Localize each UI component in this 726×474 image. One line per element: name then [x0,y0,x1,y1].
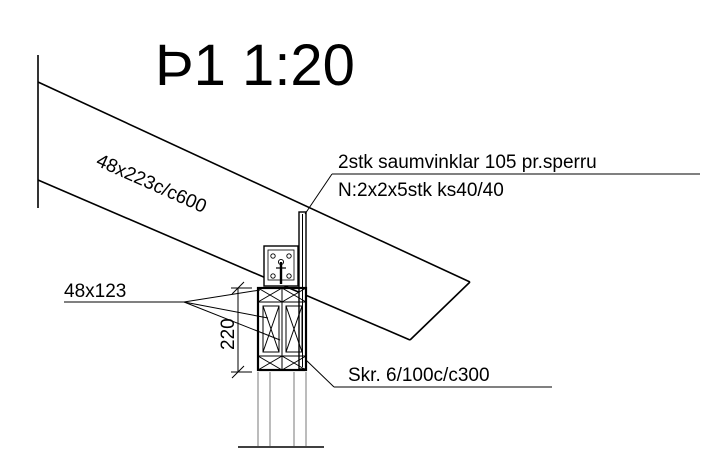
height-dimension-label: 220 [218,318,239,350]
top-plate-section [256,286,308,372]
rafter-label: 48x223c/c600 [93,150,210,217]
saumvinkel-connector [263,245,299,287]
stud-leader-lines [64,289,281,341]
height-dimension [231,281,252,379]
angle-note-line2: N:2x2x5stk ks40/40 [338,180,504,201]
screw-note-leader [305,359,335,388]
screw-note: Skr. 6/100c/c300 [348,365,490,386]
wall-stud-below [238,372,324,448]
stud-label: 48x123 [64,281,126,302]
drawing-title: Þ1 1:20 [155,33,355,98]
angle-note-line1: 2stk saumvinklar 105 pr.sperru [338,152,597,173]
rafter-beam [37,81,471,341]
angle-note-leader [304,173,333,215]
